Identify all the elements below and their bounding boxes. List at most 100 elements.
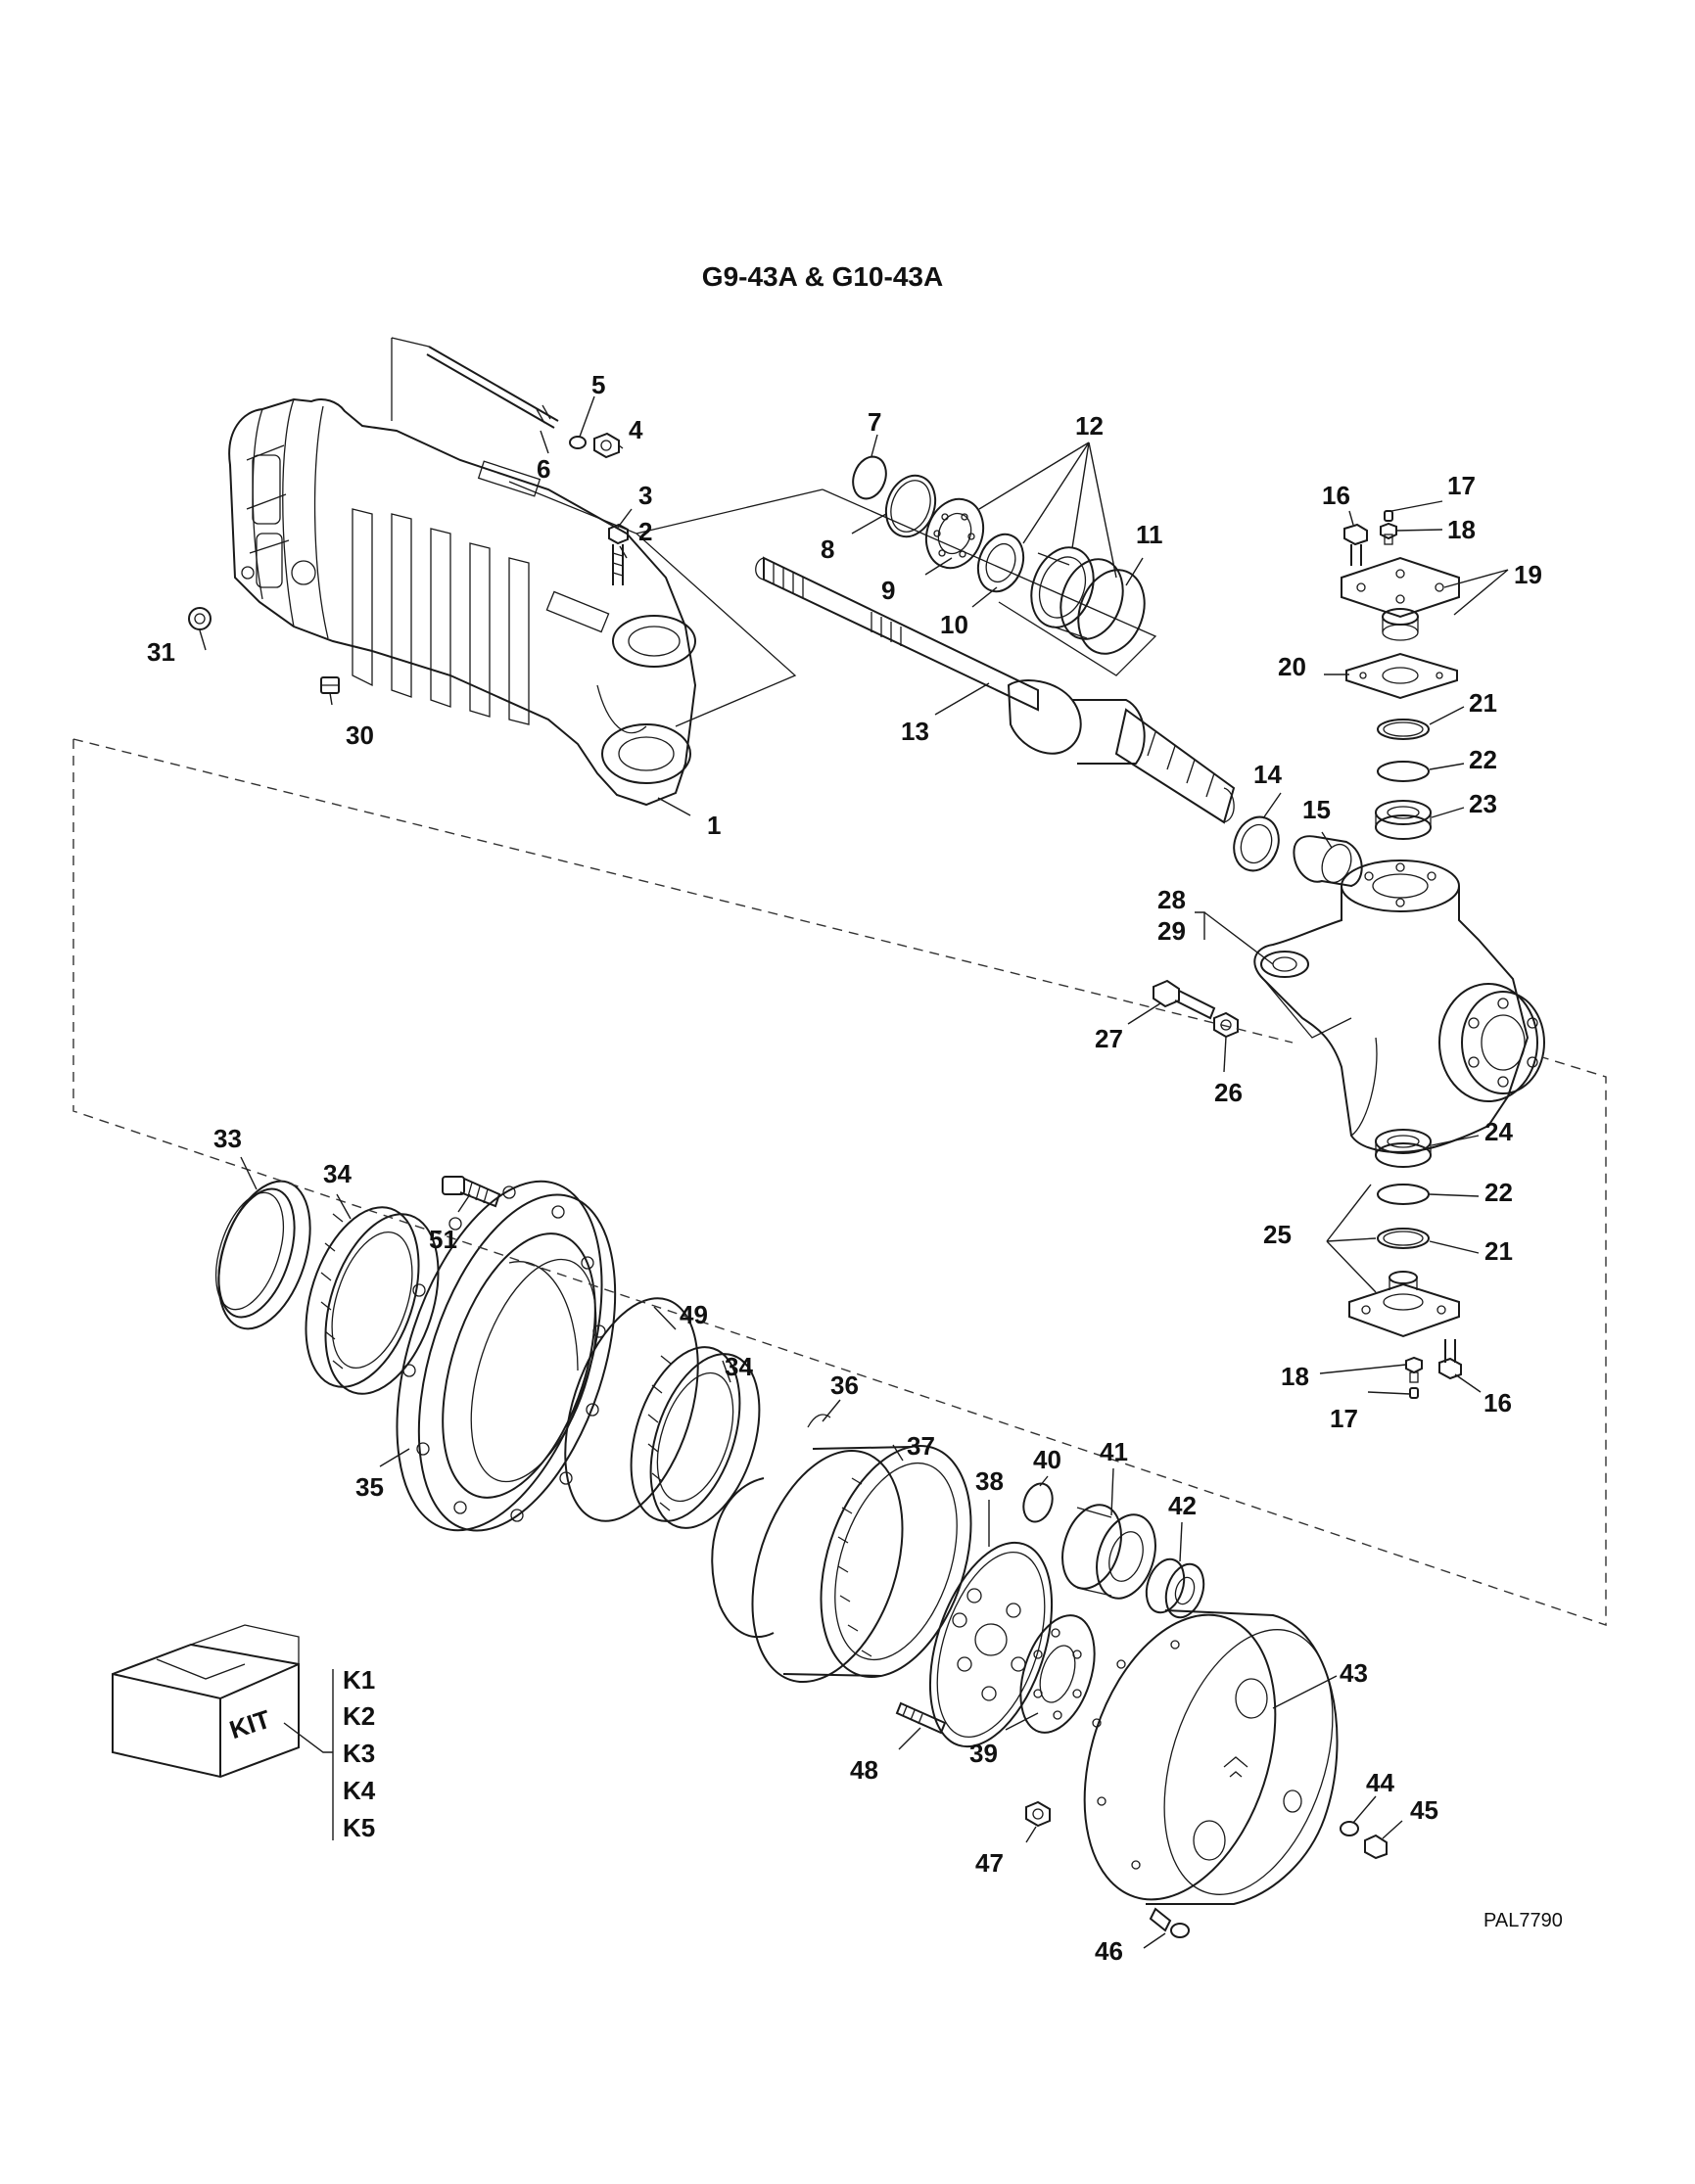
callout-5: 5 xyxy=(591,370,605,399)
callout-16-lower: 16 xyxy=(1483,1388,1512,1417)
thrust-washer-part-39 xyxy=(1019,1614,1096,1734)
ring-part-22-lower xyxy=(1377,1184,1430,1205)
callout-46: 46 xyxy=(1095,1936,1123,1966)
callout-51: 51 xyxy=(429,1225,457,1254)
callout-6: 6 xyxy=(537,454,550,484)
stud-part-48 xyxy=(895,1701,947,1735)
callout-39: 39 xyxy=(969,1739,998,1768)
callout-17-upper: 17 xyxy=(1447,471,1476,500)
callout-42: 42 xyxy=(1168,1491,1197,1520)
bolt-part-27 xyxy=(1153,979,1216,1020)
kit-12-bracket-line xyxy=(636,488,1157,676)
bushing-part-15 xyxy=(1293,835,1363,888)
gear-part-42 xyxy=(1145,1557,1205,1619)
callout-21-lower: 21 xyxy=(1484,1236,1513,1266)
callout-48: 48 xyxy=(850,1755,878,1785)
callout-30: 30 xyxy=(346,720,374,750)
fitting-part-18-upper xyxy=(1380,522,1397,545)
wheel-hub-part-35 xyxy=(396,1180,617,1532)
stud-part-2 xyxy=(612,544,624,585)
fitting-part-17-upper xyxy=(1384,510,1393,522)
callout-34-inner: 34 xyxy=(323,1159,352,1188)
seal-part-10 xyxy=(976,533,1025,593)
kit-item-k3: K3 xyxy=(343,1739,375,1768)
bushing-part-12 xyxy=(1030,546,1124,640)
snap-ring-part-7 xyxy=(852,455,887,500)
callout-18-lower: 18 xyxy=(1281,1362,1309,1391)
bearing-part-24 xyxy=(1375,1129,1432,1168)
axle-housing xyxy=(228,397,697,807)
callout-9: 9 xyxy=(881,576,895,605)
callout-17-lower: 17 xyxy=(1330,1404,1358,1433)
ring-gear-part-37 xyxy=(751,1444,972,1684)
nut-part-3 xyxy=(608,523,629,545)
diagram-title: G9-43A & G10-43A xyxy=(702,261,943,292)
callout-38: 38 xyxy=(975,1466,1004,1496)
kit-item-k2: K2 xyxy=(343,1701,375,1731)
callout-15: 15 xyxy=(1302,795,1331,824)
bearing-part-34-inner xyxy=(305,1206,440,1395)
callout-labels: 1 2 3 4 5 6 7 8 9 10 11 12 13 14 15 16 1… xyxy=(147,370,1542,1966)
leader-lines xyxy=(199,395,1509,1949)
callout-35: 35 xyxy=(355,1472,384,1502)
callout-19: 19 xyxy=(1514,560,1542,589)
stud-part-51 xyxy=(442,1176,501,1208)
callout-12: 12 xyxy=(1075,411,1104,441)
axle-shaft xyxy=(755,556,1236,824)
callout-29: 29 xyxy=(1157,916,1186,946)
cover-part-11 xyxy=(1077,569,1146,655)
callout-24: 24 xyxy=(1484,1117,1513,1146)
callout-11: 11 xyxy=(1136,520,1163,549)
bearing-part-23 xyxy=(1375,800,1432,840)
callout-18-upper: 18 xyxy=(1447,515,1476,544)
callout-37: 37 xyxy=(907,1431,935,1461)
callout-27: 27 xyxy=(1095,1024,1123,1053)
callout-13: 13 xyxy=(901,717,929,746)
bolt-part-46 xyxy=(1149,1907,1190,1938)
callout-25: 25 xyxy=(1263,1220,1292,1249)
callout-22-upper: 22 xyxy=(1469,745,1497,774)
ring-part-21-lower xyxy=(1377,1228,1430,1249)
kit-item-k1: K1 xyxy=(343,1665,375,1695)
assembly-dashed-outline xyxy=(72,738,1607,1626)
kingpin-cap-part-25 xyxy=(1348,1271,1460,1338)
ring-part-21-upper xyxy=(1377,719,1430,740)
seal-part-33 xyxy=(214,1180,311,1330)
bearing-part-34-outer xyxy=(630,1346,761,1529)
planet-carrier-part-38 xyxy=(928,1541,1054,1748)
snap-ring-part-40 xyxy=(1022,1482,1054,1523)
bolt-part-16-upper xyxy=(1343,523,1368,566)
kit-item-k5: K5 xyxy=(343,1813,375,1842)
nut-part-47 xyxy=(1025,1800,1051,1828)
callout-8: 8 xyxy=(821,534,834,564)
callout-49: 49 xyxy=(680,1300,708,1329)
callout-40: 40 xyxy=(1033,1445,1061,1474)
callout-45: 45 xyxy=(1410,1795,1438,1825)
knuckle-bracket-line xyxy=(1262,978,1352,1039)
nut-part-26 xyxy=(1213,1011,1239,1039)
ring-part-22-upper xyxy=(1377,761,1430,782)
callout-41: 41 xyxy=(1100,1437,1128,1466)
callout-31: 31 xyxy=(147,637,175,667)
fitting-part-17-lower xyxy=(1409,1387,1419,1399)
bolt-part-16-lower xyxy=(1438,1339,1462,1380)
nut-part-4 xyxy=(593,432,620,459)
callout-4: 4 xyxy=(629,415,643,444)
callout-3: 3 xyxy=(638,481,652,510)
housing-stud xyxy=(391,337,559,429)
callout-47: 47 xyxy=(975,1848,1004,1878)
planet-housing-part-43 xyxy=(1083,1609,1339,1905)
callout-20: 20 xyxy=(1278,652,1306,681)
steering-knuckle xyxy=(1253,860,1545,1153)
kingpin-cap-part-19 xyxy=(1341,556,1460,641)
callout-44: 44 xyxy=(1366,1768,1394,1797)
callout-33: 33 xyxy=(213,1124,242,1153)
kit-leader-line xyxy=(283,1722,333,1753)
callout-7: 7 xyxy=(868,407,881,437)
snap-ring-part-8 xyxy=(884,474,937,538)
o-ring-part-49 xyxy=(564,1297,699,1522)
plug-part-30 xyxy=(320,676,340,694)
washer-part-5 xyxy=(569,436,587,449)
